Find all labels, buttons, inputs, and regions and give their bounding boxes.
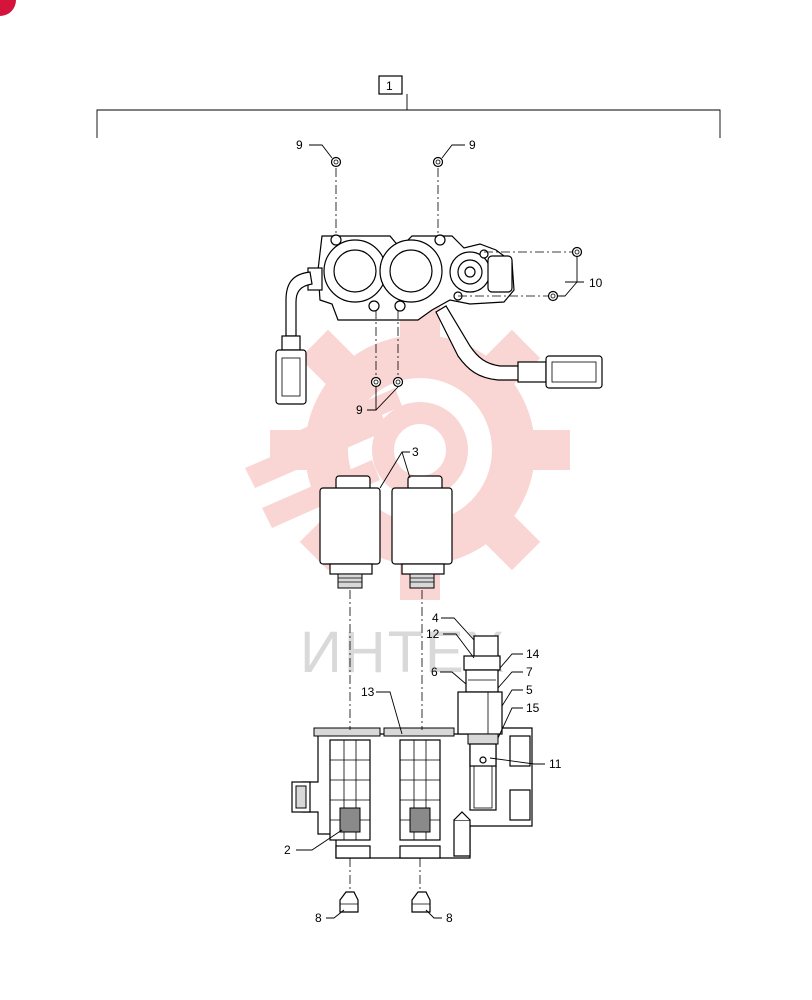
callout-15: 15 bbox=[526, 701, 540, 715]
callout-9-top-right: 9 bbox=[469, 138, 476, 152]
solenoid-valves bbox=[319, 475, 453, 589]
callout-3: 3 bbox=[412, 445, 419, 459]
assembly-centerlines bbox=[335, 168, 573, 890]
valve-body bbox=[291, 727, 533, 859]
callout-14: 14 bbox=[526, 647, 540, 661]
callout-9-top-left: 9 bbox=[296, 138, 303, 152]
assembly-ref-label: 1 bbox=[386, 79, 393, 93]
callout-13: 13 bbox=[361, 685, 375, 699]
assembly-bracket: 1 bbox=[96, 75, 721, 138]
leader-lines bbox=[296, 144, 584, 919]
callout-2: 2 bbox=[284, 843, 291, 857]
solenoid-coil-assembly bbox=[275, 234, 603, 405]
callout-8-right: 8 bbox=[446, 911, 453, 925]
corner-brand-mark bbox=[0, 0, 16, 16]
callout-4: 4 bbox=[432, 611, 439, 625]
callout-11: 11 bbox=[549, 757, 562, 771]
callout-12: 12 bbox=[426, 627, 440, 641]
callout-9-bottom: 9 bbox=[356, 403, 363, 417]
callout-labels: 9 9 10 9 3 4 12 14 6 7 5 13 15 11 2 8 8 bbox=[284, 138, 603, 925]
o-rings bbox=[330, 156, 583, 388]
callout-7: 7 bbox=[526, 665, 533, 679]
callout-10: 10 bbox=[589, 276, 603, 290]
relief-valve-cartridge bbox=[457, 635, 503, 767]
callout-6: 6 bbox=[431, 665, 438, 679]
callout-8-left: 8 bbox=[315, 911, 322, 925]
plugs bbox=[339, 891, 431, 913]
callout-5: 5 bbox=[526, 683, 533, 697]
